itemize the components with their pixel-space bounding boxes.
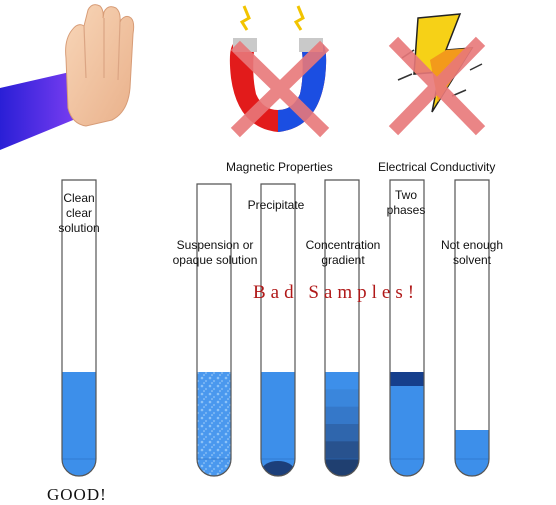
good-label: GOOD! (47, 485, 107, 504)
test-tube-precipitate (260, 183, 296, 477)
tube-label-clean: Clean clear solution (58, 191, 100, 235)
tube-label-not-enough-solvent: Not enough solvent (440, 238, 504, 267)
test-tube-suspension (196, 183, 232, 477)
test-tube-two-phases (389, 179, 425, 477)
stop-hand-icon (0, 4, 135, 150)
magnetic-properties-heading: Magnetic Properties (226, 160, 333, 174)
electrical-conductivity-heading: Electrical Conductivity (378, 160, 496, 174)
tube-label-gradient: Concentration gradient (305, 238, 381, 267)
test-tube-clean (61, 179, 97, 477)
tube-label-precipitate: Precipitate (247, 198, 305, 212)
tube-label-suspension: Suspension or opaque solution (172, 238, 258, 267)
crossed-lightning-icon (388, 13, 486, 136)
test-tube-not-enough-solvent (454, 179, 490, 477)
tube-label-two-phases: Two phases (386, 188, 426, 217)
crossed-magnet-icon (229, 5, 330, 138)
bad-samples-banner: Bad Samples! (253, 282, 420, 303)
test-tube-gradient (324, 179, 360, 477)
